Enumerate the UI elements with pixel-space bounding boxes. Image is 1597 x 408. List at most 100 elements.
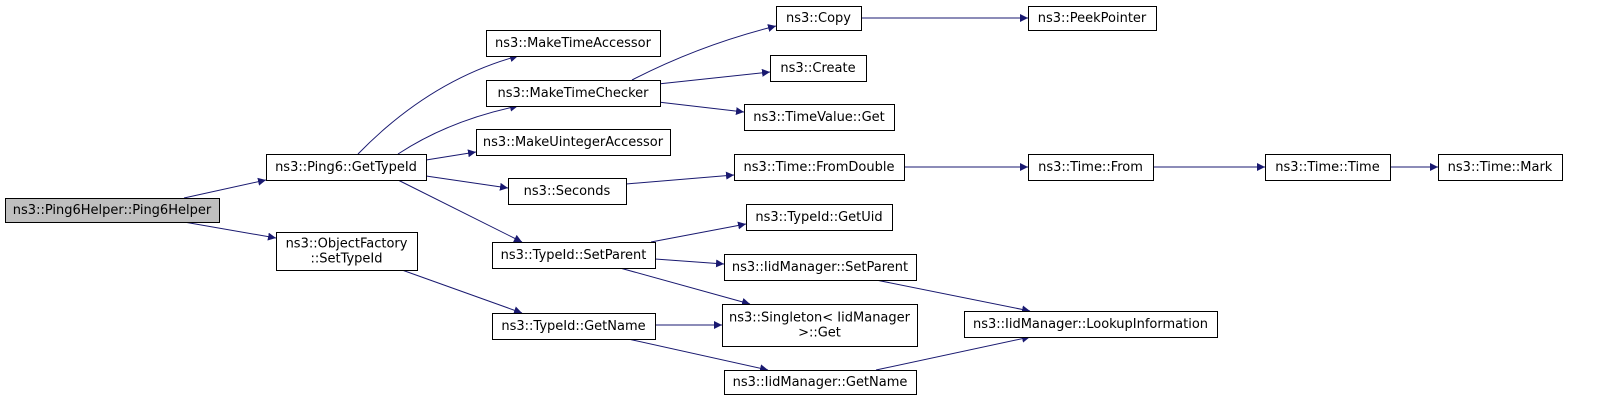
edge-n1-n6 — [425, 175, 509, 191]
graph-node[interactable]: ns3::MakeUintegerAccessor — [476, 129, 671, 156]
edge-line — [619, 267, 751, 306]
graph-node[interactable]: ns3::Copy — [776, 6, 862, 31]
graph-node[interactable]: ns3::IidManager::GetName — [724, 370, 917, 395]
edge-n14-n19 — [875, 279, 1031, 314]
edge-line — [183, 177, 267, 199]
node-box — [276, 232, 418, 271]
node-label: ns3::ObjectFactory — [286, 237, 408, 252]
node-box — [486, 80, 661, 107]
graph-node[interactable]: ns3::IidManager::LookupInformation — [964, 311, 1218, 338]
node-label: ns3::TimeValue::Get — [753, 110, 885, 125]
root-node[interactable]: ns3::Ping6Helper::Ping6Helper — [5, 198, 220, 223]
edge-n2-n8 — [401, 269, 523, 315]
edge-line — [425, 149, 477, 161]
node-box — [492, 242, 656, 269]
graph-node[interactable]: ns3::TypeId::GetName — [492, 313, 656, 340]
edge-n7-n14 — [654, 258, 725, 268]
edge-line — [401, 269, 523, 315]
edge-n1-n7 — [397, 179, 523, 243]
node-box — [5, 198, 220, 223]
node-label: ns3::PeekPointer — [1038, 11, 1147, 26]
graph-node[interactable]: ns3::PeekPointer — [1028, 6, 1157, 31]
node-label: ns3::MakeTimeAccessor — [495, 36, 652, 51]
edge-n0-n1 — [183, 177, 267, 199]
node-label: ns3::MakeTimeChecker — [498, 86, 650, 101]
edge-line — [183, 221, 277, 241]
node-label: ns3::Seconds — [524, 184, 611, 199]
edge-n7-n13 — [650, 221, 747, 243]
edge-line — [654, 258, 725, 268]
graph-node[interactable]: ns3::Create — [770, 55, 867, 82]
edge-line — [875, 279, 1031, 314]
edges-layer — [183, 14, 1438, 373]
node-box — [724, 370, 917, 395]
node-label: ns3::TypeId::SetParent — [501, 248, 647, 263]
node-label: ns3::Time::Mark — [1448, 160, 1553, 175]
node-label: ::SetTypeId — [310, 252, 382, 267]
edge-n4-n11 — [657, 101, 745, 116]
edge-line — [397, 179, 523, 243]
node-label: ns3::Ping6::GetTypeId — [275, 160, 417, 175]
node-label: ns3::IidManager::SetParent — [732, 260, 908, 275]
node-label: ns3::TypeId::GetUid — [755, 210, 882, 225]
node-box — [1438, 154, 1563, 181]
node-box — [776, 6, 862, 31]
graph-node[interactable]: ns3::ObjectFactory::SetTypeId — [276, 232, 418, 271]
node-label: ns3::Time::From — [1038, 160, 1143, 175]
node-label: ns3::Singleton< IidManager — [729, 311, 911, 326]
node-label: ns3::Copy — [786, 11, 851, 26]
node-box — [492, 313, 656, 340]
edge-line — [357, 54, 519, 155]
edge-n1-n4 — [397, 103, 519, 155]
graph-node[interactable]: ns3::Singleton< IidManager >::Get — [722, 304, 918, 347]
node-label: ns3::Time::Time — [1275, 160, 1379, 175]
graph-node[interactable]: ns3::Ping6::GetTypeId — [266, 154, 427, 181]
node-box — [486, 30, 661, 57]
edge-line — [650, 221, 747, 243]
edge-line — [627, 338, 769, 373]
node-box — [724, 254, 917, 281]
edge-line — [625, 171, 735, 185]
graph-node[interactable]: ns3::Time::From — [1028, 154, 1154, 181]
node-box — [770, 55, 867, 82]
node-box — [744, 104, 895, 131]
node-box — [1028, 6, 1157, 31]
graph-node[interactable]: ns3::TypeId::SetParent — [492, 242, 656, 269]
node-box — [734, 154, 905, 181]
graph-node[interactable]: ns3::TimeValue::Get — [744, 104, 895, 131]
node-label: ns3::Time::FromDouble — [744, 160, 895, 175]
edge-n6-n12 — [625, 171, 735, 185]
graph-node[interactable]: ns3::Time::FromDouble — [734, 154, 905, 181]
graph-node[interactable]: ns3::Time::Mark — [1438, 154, 1563, 181]
edge-n4-n10 — [657, 68, 771, 85]
graph-node[interactable]: ns3::TypeId::GetUid — [746, 204, 893, 231]
edge-n8-n16 — [627, 338, 769, 373]
node-box — [1028, 154, 1154, 181]
node-box — [1265, 154, 1391, 181]
node-label: ns3::IidManager::GetName — [733, 375, 908, 390]
edge-line — [425, 175, 509, 191]
edge-line — [657, 68, 771, 85]
edge-line — [657, 101, 745, 116]
graph-node[interactable]: ns3::MakeTimeAccessor — [486, 30, 661, 57]
node-box — [746, 204, 893, 231]
node-box — [476, 129, 671, 156]
node-box — [266, 154, 427, 181]
node-label: ns3::Ping6Helper::Ping6Helper — [13, 203, 212, 218]
edge-n1-n5 — [425, 149, 477, 161]
nodes-layer: ns3::Ping6Helper::Ping6Helper ns3::Ping6:… — [5, 6, 1563, 395]
edge-n1-n3 — [357, 54, 519, 155]
edge-n4-n9 — [631, 24, 777, 81]
graph-node[interactable]: ns3::IidManager::SetParent — [724, 254, 917, 281]
graph-node[interactable]: ns3::MakeTimeChecker — [486, 80, 661, 107]
edge-n0-n2 — [183, 221, 277, 241]
edge-line — [875, 334, 1031, 371]
node-box — [508, 178, 627, 205]
node-label: ns3::IidManager::LookupInformation — [973, 317, 1208, 332]
edge-n7-n15 — [619, 267, 751, 306]
node-box — [964, 311, 1218, 338]
graph-node[interactable]: ns3::Time::Time — [1265, 154, 1391, 181]
graph-node[interactable]: ns3::Seconds — [508, 178, 627, 205]
edge-n16-n19 — [875, 334, 1031, 371]
